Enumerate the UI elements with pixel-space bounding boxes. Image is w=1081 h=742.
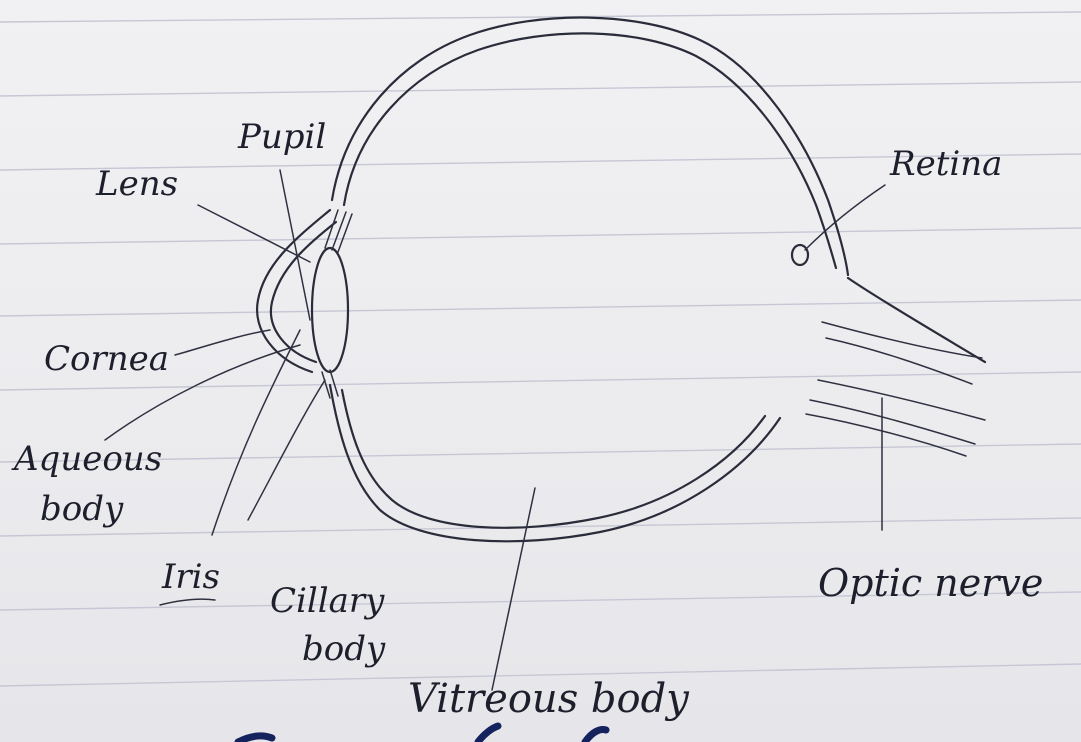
eyeball-outline [330,18,848,542]
lens-label: Lens [95,164,178,204]
aqueous-label-line2: body [40,489,124,529]
vitreous-label: Vitreous body [408,676,690,722]
cornea-shape [257,210,336,372]
aqueous-label-line1: Aqueous [11,439,162,479]
ciliary-label-line2: body [302,629,386,669]
cornea-label: Cornea [44,339,169,379]
iris-label: Iris [161,557,220,597]
optic-nerve-label: Optic nerve [818,561,1043,605]
leader-lines [105,170,885,690]
lens-shape [312,248,348,372]
optic-nerve-strands [806,278,985,456]
blue-pen-marks [238,726,606,742]
pupil-label: Pupil [237,117,326,157]
retina-mark [792,245,808,265]
retina-label: Retina [889,144,1002,184]
ciliary-label-line1: Cillary [270,581,385,621]
